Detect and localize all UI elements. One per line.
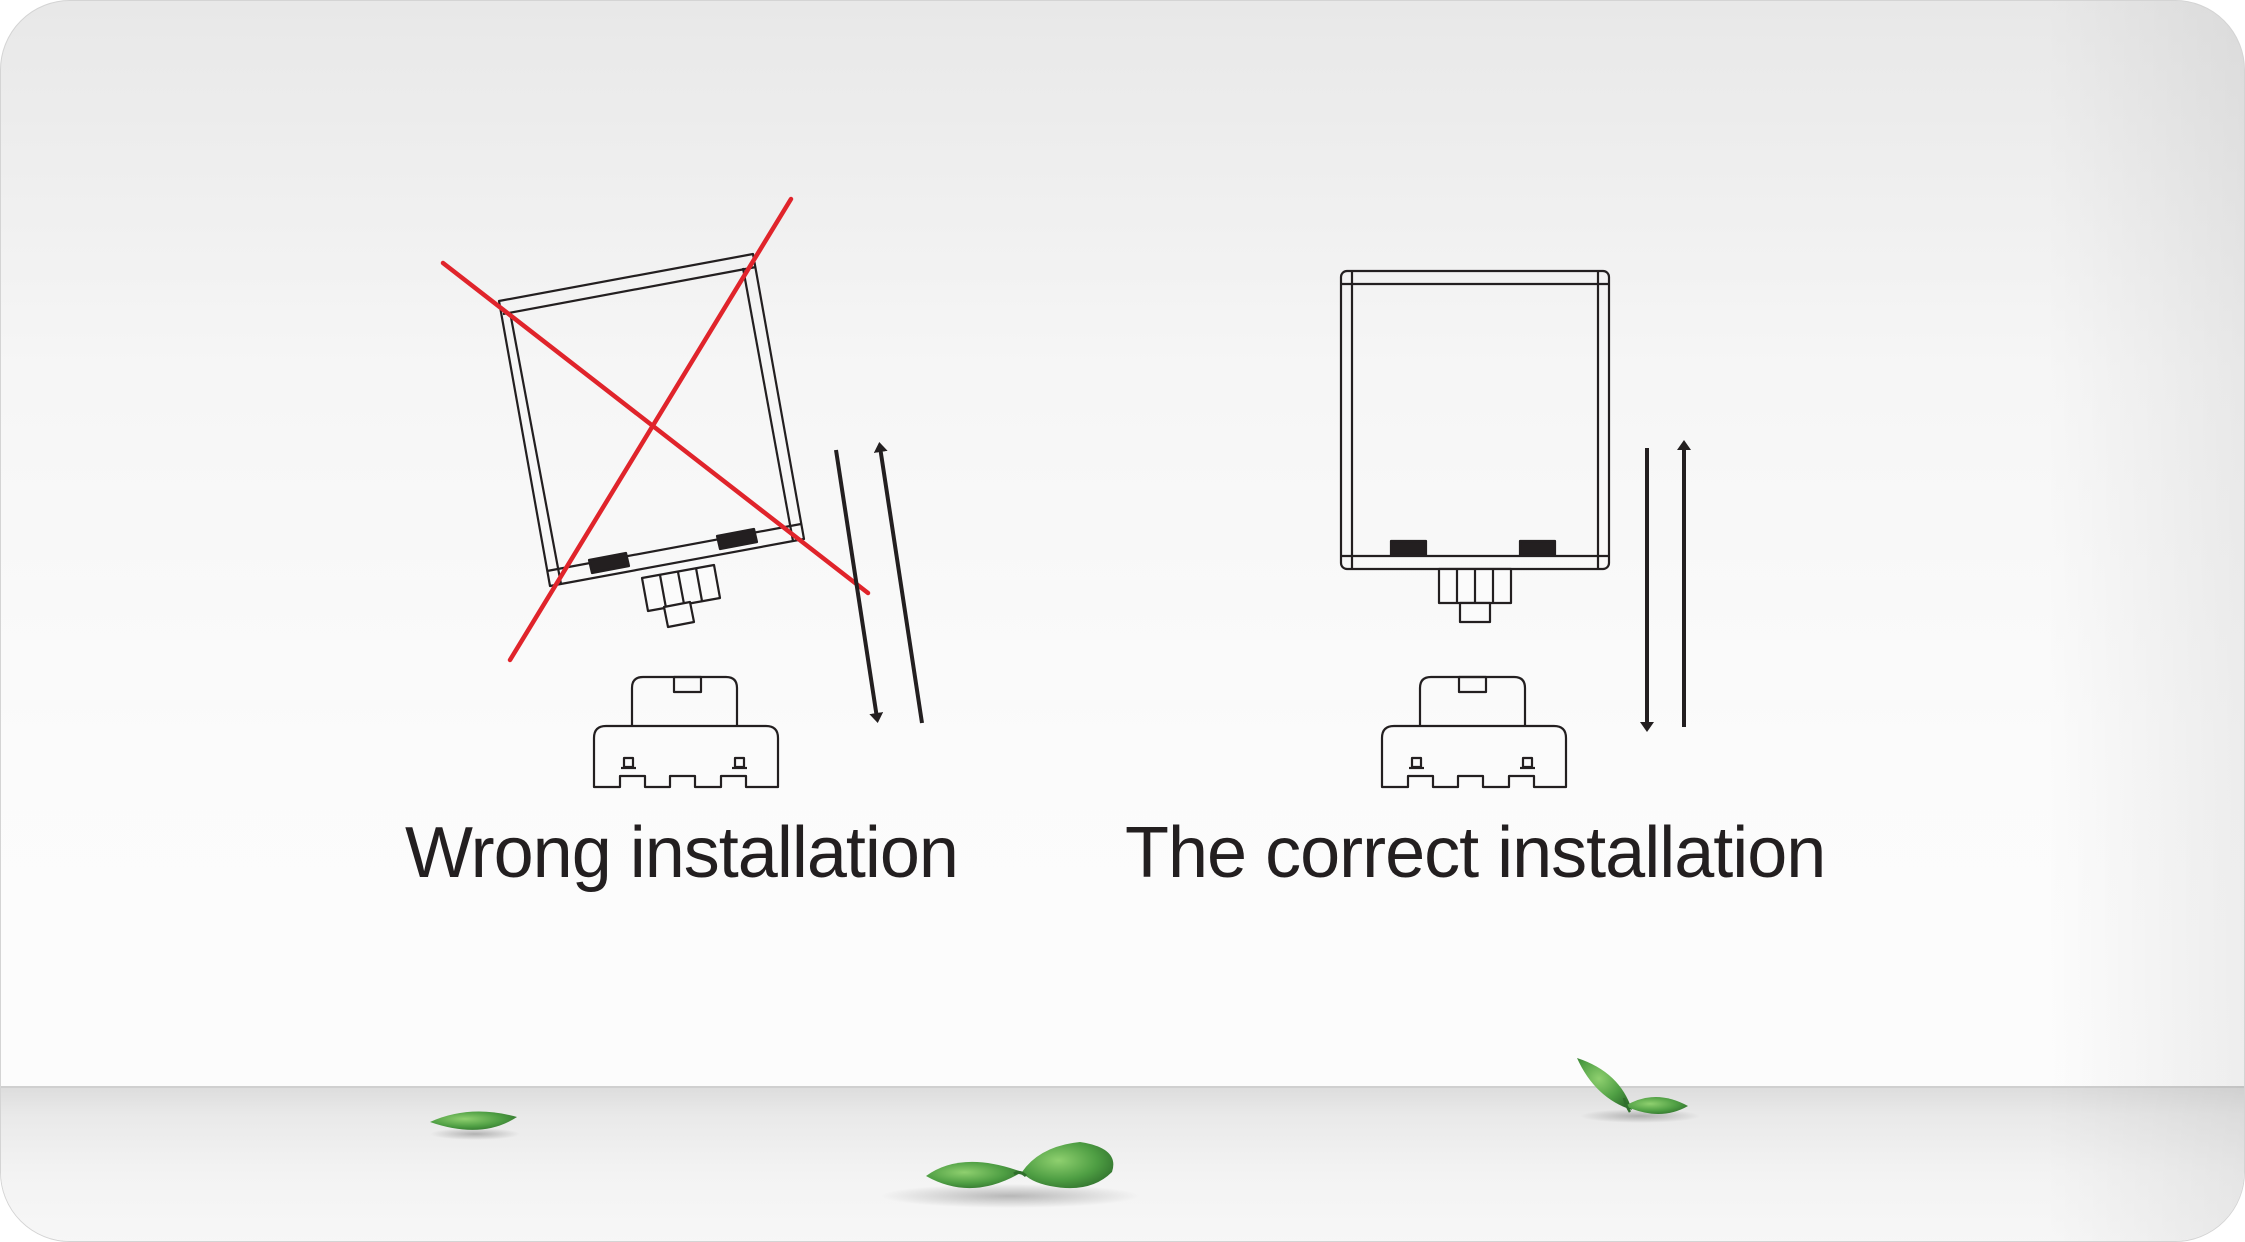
socket-left-icon <box>592 675 780 789</box>
leaf-left-icon <box>430 1111 520 1140</box>
floor-surface <box>1 1086 2244 1241</box>
relay-upright-icon <box>1339 269 1611 624</box>
wrong-cross-icon <box>440 196 871 663</box>
correct-installation-caption: The correct installation <box>1125 813 1826 893</box>
floor-edge <box>1 1086 2244 1088</box>
leaf-center-icon <box>880 1142 1140 1208</box>
arrows-straight-icon <box>1640 440 1691 732</box>
wrong-installation-caption: Wrong installation <box>405 813 959 893</box>
arrows-tilted-icon <box>834 442 924 724</box>
leaf-right-icon <box>1577 1058 1700 1123</box>
socket-right-icon <box>1380 675 1568 789</box>
right-shade <box>2044 1 2244 1241</box>
relay-tilted-icon <box>497 252 806 629</box>
